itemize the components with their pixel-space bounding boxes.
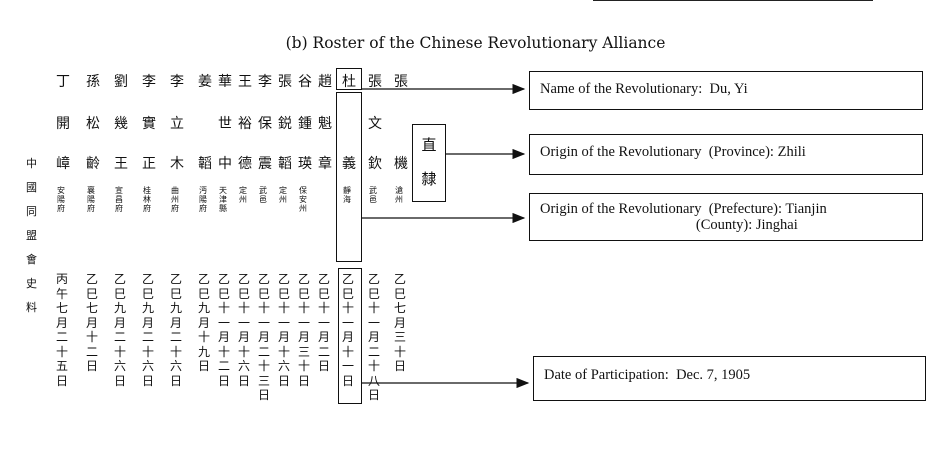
roster-surname: 孫	[86, 74, 100, 90]
roster-origin: 桂林府	[143, 186, 151, 213]
highlight-date	[338, 268, 362, 404]
roster-given-2: 木	[170, 156, 184, 172]
roster-surname: 丁	[56, 74, 70, 90]
roster-origin: 襄陽府	[87, 186, 95, 213]
annotation-province: Origin of the Revolutionary (Province): …	[529, 134, 923, 175]
roster-surname: 張	[394, 74, 408, 90]
roster-given-2: 王	[114, 156, 128, 172]
roster-surname: 姜	[198, 74, 212, 90]
roster-surname: 杜	[342, 74, 356, 90]
top-rule	[593, 0, 873, 1]
annotation-prefecture: Origin of the Revolutionary (Prefecture)…	[529, 193, 923, 241]
side-title-char: 料	[26, 301, 37, 314]
side-title-char: 盟	[26, 229, 37, 242]
roster-surname: 劉	[114, 74, 128, 90]
roster-given-2: 韜	[198, 156, 212, 172]
roster-surname: 谷	[298, 74, 312, 90]
roster-surname: 李	[170, 74, 184, 90]
side-title-char: 國	[26, 181, 37, 194]
roster-given-2: 震	[258, 156, 272, 172]
annotation-date: Date of Participation: Dec. 7, 1905	[533, 356, 926, 401]
roster-given-1: 裕	[238, 116, 252, 132]
side-title-char: 史	[26, 277, 37, 290]
roster-origin: 沔陽府	[199, 186, 207, 213]
side-title-char: 中	[26, 157, 37, 170]
roster-origin: 武邑	[369, 186, 377, 204]
roster-origin: 滄州	[395, 186, 403, 204]
roster-given-2: 中	[218, 156, 232, 172]
roster-surname: 張	[368, 74, 382, 90]
province-char: 隸	[421, 170, 437, 188]
roster-given-2: 韜	[278, 156, 292, 172]
roster-given-1: 開	[56, 116, 70, 132]
roster-origin: 靜海	[343, 186, 351, 204]
highlight-column	[336, 92, 362, 262]
roster-given-1: 世	[218, 116, 232, 132]
roster-given-2: 欽	[368, 156, 382, 172]
roster-given-2: 嶂	[56, 156, 70, 172]
roster-origin: 定州	[239, 186, 247, 204]
roster-given-2: 機	[394, 156, 408, 172]
roster-date: 乙巳十一月十二日	[218, 272, 231, 388]
roster-origin: 宣昌府	[115, 186, 123, 213]
roster-surname: 王	[238, 74, 252, 90]
side-title-char: 會	[26, 253, 37, 266]
roster-origin: 天津縣	[219, 186, 227, 213]
roster-date: 乙巳九月二十六日	[142, 272, 155, 388]
roster-given-2: 瑛	[298, 156, 312, 172]
roster-date: 乙巳七月三十日	[394, 272, 407, 373]
roster-date: 丙午七月二十五日	[56, 272, 69, 388]
roster-date: 乙巳十一月十一日	[342, 272, 355, 388]
roster-origin: 定州	[279, 186, 287, 204]
side-title-char: 同	[26, 205, 37, 218]
figure-caption: (b) Roster of the Chinese Revolutionary …	[285, 34, 666, 52]
roster-date: 乙巳十一月二日	[318, 272, 331, 373]
roster-given-1: 鍾	[298, 116, 312, 132]
roster-origin: 武邑	[259, 186, 267, 204]
roster-given-2: 德	[238, 156, 252, 172]
roster-surname: 趙	[318, 74, 332, 90]
roster-origin: 曲州府	[171, 186, 179, 213]
roster-surname: 李	[258, 74, 272, 90]
annotation-name: Name of the Revolutionary: Du, Yi	[529, 71, 923, 110]
roster-given-1: 松	[86, 116, 100, 132]
roster-surname: 華	[218, 74, 232, 90]
roster-date: 乙巳十一月十六日	[278, 272, 291, 388]
roster-given-2: 義	[342, 156, 356, 172]
roster-given-2: 齡	[86, 156, 100, 172]
roster-given-1: 立	[170, 116, 184, 132]
roster-given-1: 鋭	[278, 116, 292, 132]
roster-given-1: 保	[258, 116, 272, 132]
highlight-province	[412, 124, 446, 202]
province-label: 直隸	[412, 128, 446, 196]
roster-surname: 李	[142, 74, 156, 90]
roster-given-2: 正	[142, 156, 156, 172]
roster-given-1: 魁	[318, 116, 332, 132]
highlight-name	[336, 68, 362, 90]
roster-given-1: 幾	[114, 116, 128, 132]
roster-given-2: 章	[318, 156, 332, 172]
roster-date: 乙巳十一月二十八日	[368, 272, 381, 402]
roster-date: 乙巳九月二十六日	[114, 272, 127, 388]
roster-origin: 保安州	[299, 186, 307, 213]
roster-date: 乙巳九月二十六日	[170, 272, 183, 388]
roster-origin: 安陽府	[57, 186, 65, 213]
roster-date: 乙巳十一月二十三日	[258, 272, 271, 402]
roster-date: 乙巳九月十九日	[198, 272, 211, 373]
roster-given-1: 文	[368, 116, 382, 132]
roster-date: 乙巳十一月三十日	[298, 272, 311, 388]
roster-surname: 張	[278, 74, 292, 90]
roster-date: 乙巳七月十二日	[86, 272, 99, 373]
province-char: 直	[421, 136, 437, 154]
roster-given-1: 實	[142, 116, 156, 132]
roster-date: 乙巳十一月十六日	[238, 272, 251, 388]
